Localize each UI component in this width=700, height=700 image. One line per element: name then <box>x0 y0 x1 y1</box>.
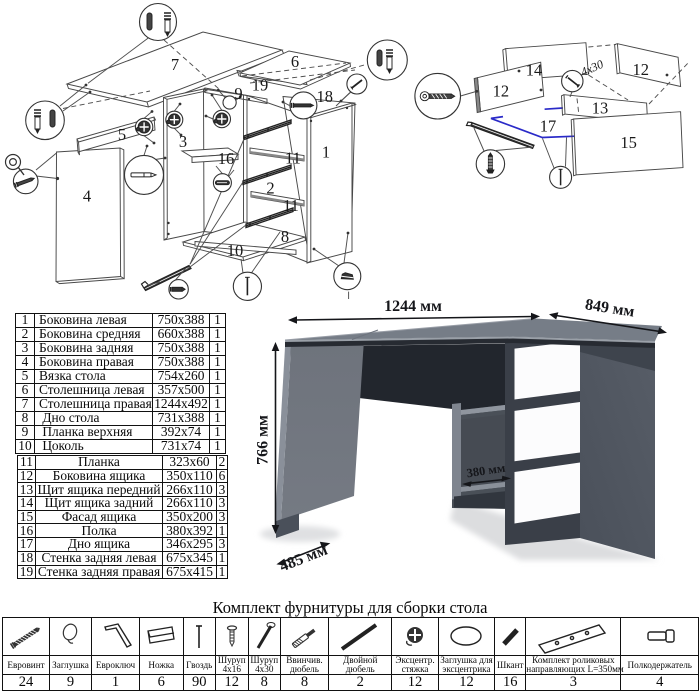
svg-text:6: 6 <box>291 52 299 71</box>
svg-text:2: 2 <box>266 179 274 198</box>
svg-text:14: 14 <box>526 61 543 80</box>
svg-text:8: 8 <box>281 227 289 246</box>
svg-text:16: 16 <box>218 149 235 168</box>
svg-text:380 мм: 380 мм <box>466 461 507 481</box>
svg-text:9: 9 <box>234 84 242 103</box>
svg-text:11: 11 <box>283 196 299 215</box>
svg-text:5: 5 <box>118 125 126 144</box>
svg-text:17: 17 <box>540 117 557 136</box>
svg-text:849 мм: 849 мм <box>584 296 636 320</box>
svg-text:19: 19 <box>252 76 269 95</box>
svg-text:10: 10 <box>227 241 244 260</box>
svg-text:1: 1 <box>322 143 330 162</box>
svg-text:11: 11 <box>285 149 301 168</box>
svg-text:13: 13 <box>592 99 609 118</box>
svg-text:12: 12 <box>633 60 650 79</box>
svg-text:7: 7 <box>171 55 179 74</box>
svg-text:18: 18 <box>317 87 334 106</box>
svg-text:485 мм: 485 мм <box>277 542 330 576</box>
svg-text:15: 15 <box>620 133 637 152</box>
svg-text:766 мм: 766 мм <box>255 415 272 465</box>
svg-text:1244 мм: 1244 мм <box>384 298 442 315</box>
svg-text:12: 12 <box>493 82 510 101</box>
svg-text:3: 3 <box>179 132 187 151</box>
svg-text:4: 4 <box>83 187 91 206</box>
